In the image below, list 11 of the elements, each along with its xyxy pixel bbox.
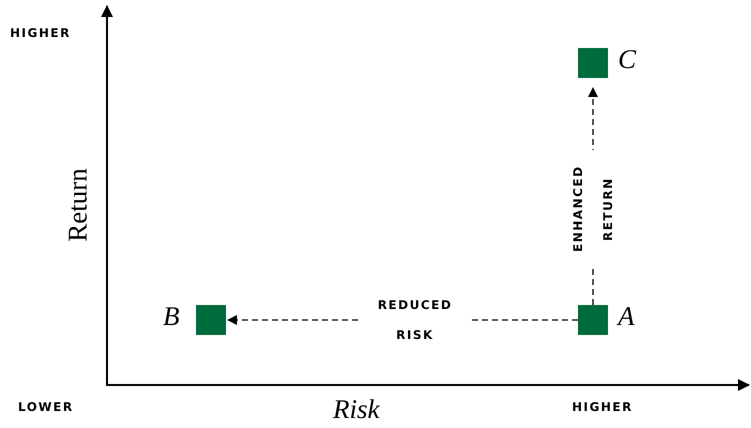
point-letter: C: [618, 44, 636, 75]
axis-title: Return: [62, 168, 94, 242]
axis-end-label: LOWER: [18, 400, 74, 414]
axis-end-label: HIGHER: [572, 400, 633, 414]
axis-end-label: HIGHER: [10, 26, 71, 40]
data-point-square: [196, 305, 226, 335]
data-point-square: [578, 305, 608, 335]
axis-title: Risk: [333, 394, 380, 425]
data-point-square: [578, 48, 608, 78]
point-letter: B: [163, 301, 180, 332]
point-letter: A: [618, 301, 634, 332]
